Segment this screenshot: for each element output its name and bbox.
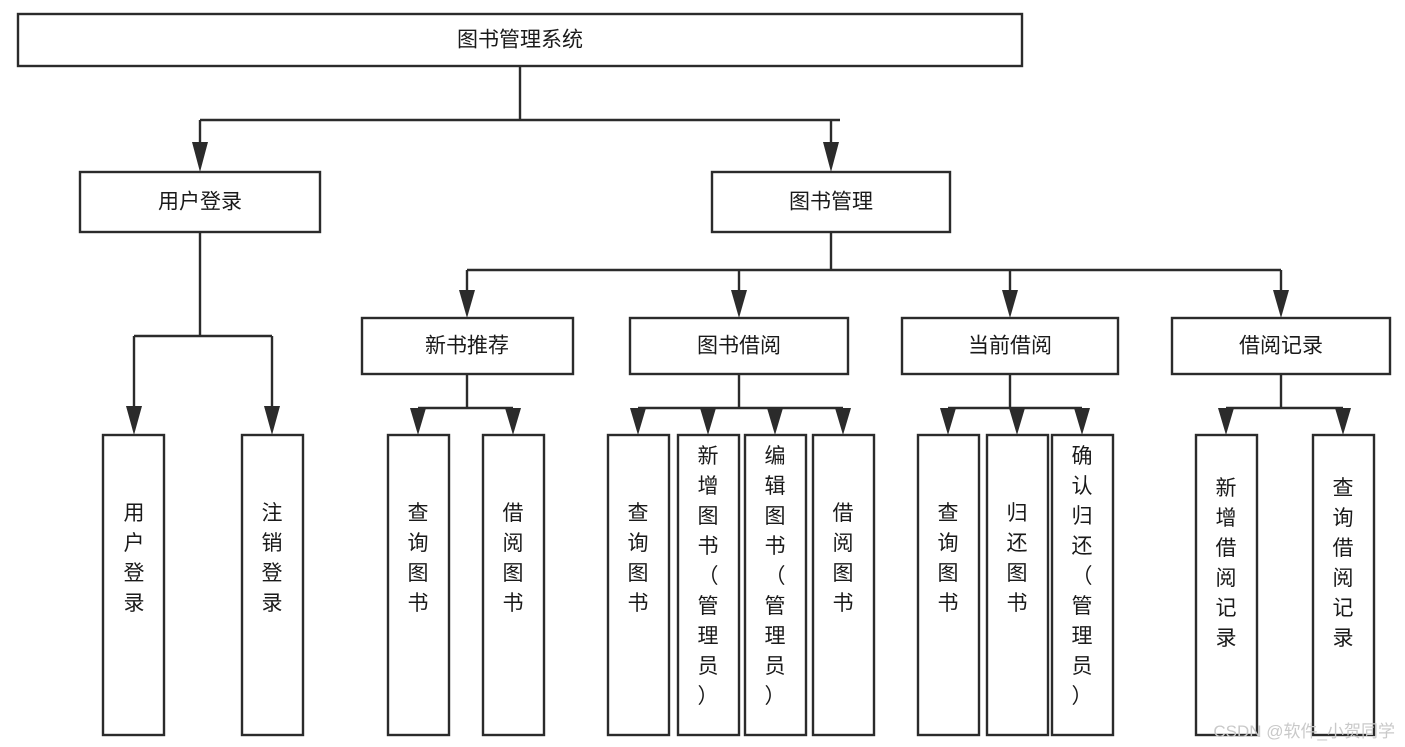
node-root-label: 图书管理系统 (457, 29, 583, 52)
node-book-borrow-rect[interactable] (628, 316, 850, 376)
node-leaf-add-record-label: 新增借阅记录 (1216, 477, 1237, 650)
node-leaf-query-book-cur-label: 查询图书 (938, 502, 959, 615)
arrow-head-book-manage (823, 142, 839, 172)
node-leaf-add-book[interactable]: 新增图书（管理员） (676, 433, 741, 737)
arrow-head-leaf-add-book (700, 408, 716, 435)
node-leaf-user-logout-label: 注销登录 (262, 502, 283, 615)
arrow-head-current-borrow (1002, 290, 1018, 318)
node-leaf-add-record[interactable]: 新增借阅记录 (1194, 433, 1259, 737)
arrow-head-leaf-query-book-cur (940, 408, 956, 435)
node-leaf-edit-book-rect[interactable] (743, 433, 808, 737)
node-user-login[interactable]: 用户登录 (78, 170, 322, 234)
connector-group-borrow-record (1218, 374, 1351, 435)
arrow-head-leaf-edit-book (767, 408, 783, 435)
node-book-borrow[interactable]: 图书借阅 (628, 316, 850, 376)
node-leaf-borrow-book-rect[interactable] (811, 433, 876, 737)
node-current-borrow-label: 当前借阅 (968, 335, 1052, 358)
arrow-head-leaf-user-login (126, 406, 142, 435)
arrow-head-user-login (192, 142, 208, 172)
node-book-manage-label: 图书管理 (789, 191, 873, 214)
node-leaf-borrow-book[interactable]: 借阅图书 (811, 433, 876, 737)
node-leaf-user-login[interactable]: 用户登录 (101, 433, 166, 737)
node-leaf-borrow-book-rec-label: 借阅图书 (503, 502, 524, 615)
node-leaf-user-logout-rect[interactable] (240, 433, 305, 737)
arrow-head-book-borrow (731, 290, 747, 318)
csdn-watermark: CSDN @软件_小贺同学 (1213, 722, 1395, 741)
node-root[interactable]: 图书管理系统 (16, 12, 1024, 68)
node-leaf-user-login-label: 用户登录 (124, 502, 145, 615)
node-leaf-return-book-label: 归还图书 (1007, 502, 1028, 615)
node-leaf-add-book-label: 新增图书（管理员） (698, 445, 719, 708)
connector-group-book-manage (459, 232, 1289, 318)
connector-group-user-login (126, 232, 280, 435)
node-leaf-user-login-rect[interactable] (101, 433, 166, 737)
node-leaf-borrow-book-label: 借阅图书 (833, 502, 854, 615)
node-leaf-query-record[interactable]: 查询借阅记录 (1311, 433, 1376, 737)
node-user-login-label: 用户登录 (158, 191, 242, 214)
node-borrow-record-label: 借阅记录 (1239, 335, 1323, 358)
node-new-book-rec-label: 新书推荐 (425, 335, 509, 358)
node-leaf-add-book-rect[interactable] (676, 433, 741, 737)
arrow-head-leaf-query-book-borrow (630, 408, 646, 435)
node-leaf-query-book-rec[interactable]: 查询图书 (386, 433, 451, 737)
arrow-head-leaf-borrow-book (835, 408, 851, 435)
node-leaf-edit-book[interactable]: 编辑图书（管理员） (743, 433, 808, 737)
arrow-head-leaf-return-book (1009, 408, 1025, 435)
node-book-manage[interactable]: 图书管理 (710, 170, 952, 234)
arrow-head-leaf-borrow-book-rec (505, 408, 521, 435)
node-leaf-query-record-rect[interactable] (1311, 433, 1376, 737)
node-root-rect[interactable] (16, 12, 1024, 68)
node-book-manage-rect[interactable] (710, 170, 952, 234)
node-leaf-return-book-rect[interactable] (985, 433, 1050, 737)
connector-group-root (192, 66, 840, 172)
node-leaf-query-book-rec-label: 查询图书 (408, 502, 429, 615)
node-new-book-rec[interactable]: 新书推荐 (360, 316, 575, 376)
arrow-head-leaf-confirm-return (1074, 408, 1090, 435)
connector-group-current-borrow (940, 374, 1090, 435)
node-leaf-user-logout[interactable]: 注销登录 (240, 433, 305, 737)
node-user-login-rect[interactable] (78, 170, 322, 234)
node-leaf-query-book-cur[interactable]: 查询图书 (916, 433, 981, 737)
node-leaf-edit-book-label: 编辑图书（管理员） (765, 445, 786, 708)
node-leaf-query-book-borrow[interactable]: 查询图书 (606, 433, 671, 737)
node-leaf-query-book-cur-rect[interactable] (916, 433, 981, 737)
node-current-borrow[interactable]: 当前借阅 (900, 316, 1120, 376)
arrow-head-leaf-query-record (1335, 408, 1351, 435)
node-leaf-borrow-book-rec-rect[interactable] (481, 433, 546, 737)
arrow-head-new-book-rec (459, 290, 475, 318)
node-leaf-confirm-return[interactable]: 确认归还（管理员） (1050, 433, 1115, 737)
arrow-head-leaf-query-book-rec (410, 408, 426, 435)
arrow-head-leaf-add-record (1218, 408, 1234, 435)
node-leaf-query-book-borrow-rect[interactable] (606, 433, 671, 737)
node-leaf-confirm-return-label: 确认归还（管理员） (1072, 445, 1093, 708)
connector-group-new-book-rec (410, 374, 521, 435)
node-new-book-rec-rect[interactable] (360, 316, 575, 376)
connector-group-book-borrow (630, 374, 851, 435)
node-book-borrow-label: 图书借阅 (697, 335, 781, 358)
node-leaf-return-book[interactable]: 归还图书 (985, 433, 1050, 737)
node-leaf-confirm-return-rect[interactable] (1050, 433, 1115, 737)
arrow-head-borrow-record (1273, 290, 1289, 318)
node-current-borrow-rect[interactable] (900, 316, 1120, 376)
arrow-head-leaf-user-logout (264, 406, 280, 435)
node-borrow-record[interactable]: 借阅记录 (1170, 316, 1392, 376)
node-leaf-query-book-rec-rect[interactable] (386, 433, 451, 737)
node-leaf-query-book-borrow-label: 查询图书 (628, 502, 649, 615)
node-leaf-borrow-book-rec[interactable]: 借阅图书 (481, 433, 546, 737)
node-leaf-query-record-label: 查询借阅记录 (1333, 477, 1354, 650)
node-leaf-add-record-rect[interactable] (1194, 433, 1259, 737)
node-borrow-record-rect[interactable] (1170, 316, 1392, 376)
